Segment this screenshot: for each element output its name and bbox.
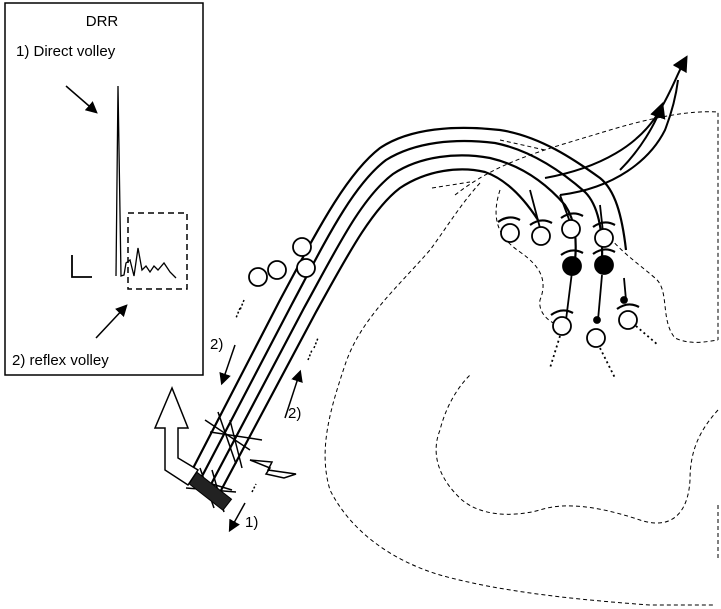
scale-bar [71,255,92,278]
volley-arrows [219,299,319,533]
interneuron-1 [500,223,520,243]
reflex-arrow [95,304,128,339]
recording-probe-icon [153,386,200,487]
ascending-fibers [544,55,688,196]
label-stim: 1) [245,514,258,531]
dotted-outputs [549,325,659,379]
label-efferent: 2) [288,405,301,422]
interneuron-2 [531,226,551,246]
reflex-selection-box [127,212,188,290]
inset-title: DRR [86,13,119,30]
interneuron-4 [594,228,614,248]
stim-arrow [228,502,246,533]
label-afferent: 2) [210,336,223,353]
direct-volley-label: 1) Direct volley [16,43,116,60]
dorsal-root-fibers [187,126,628,497]
interneuron-3 [561,219,581,239]
lower-neuron-2 [586,328,606,348]
direct-arrow [65,85,98,114]
synapse-dot-2 [620,296,628,304]
synapse-dot-1 [593,316,601,324]
drg-cells [248,237,316,287]
dorsal-horn-neurons [500,219,638,348]
reflex-volley-label: 2) reflex volley [12,352,109,369]
lower-neuron-3 [618,310,638,330]
lower-neuron-1 [552,316,572,336]
efferent-arrow [284,369,303,419]
inset-frame [4,2,204,376]
spinal-cord-outline [324,111,719,606]
branch-fibers [529,189,627,321]
filled-neuron-2 [594,255,614,275]
filled-neuron-1 [562,256,582,276]
afferent-arrow [219,344,236,386]
lightning-icon [249,459,297,479]
drr-trace [115,85,177,279]
drr-inset: DRR 1) Direct volley 2) reflex volley [4,2,204,376]
synapse-cups [497,212,640,316]
